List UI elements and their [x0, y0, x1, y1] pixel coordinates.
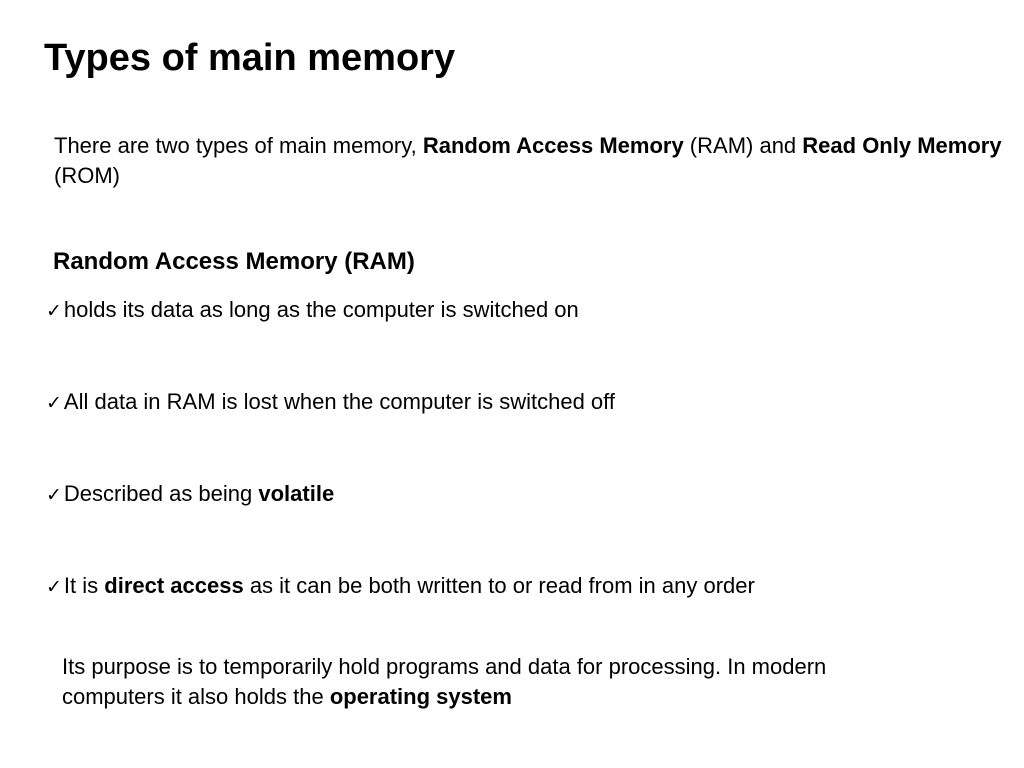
bullet-text: holds its data as long as the computer i… [63, 297, 579, 322]
checkmark-icon: ✓ [46, 300, 62, 322]
intro-text-2: (RAM) and [683, 133, 803, 158]
bullet-text: Described as being [63, 481, 259, 506]
purpose-text: Its purpose is to temporarily hold progr… [62, 654, 827, 709]
bullet-item: ✓Described as being volatile [46, 479, 334, 510]
bullet-text: All data in RAM is lost when the compute… [63, 389, 615, 414]
bullet-item: ✓It is direct access as it can be both w… [46, 571, 755, 602]
checkmark-icon: ✓ [46, 484, 62, 506]
intro-text-1: There are two types of main memory, [54, 133, 423, 158]
intro-paragraph: There are two types of main memory, Rand… [54, 131, 1004, 191]
ram-term: Random Access Memory [422, 133, 684, 158]
purpose-bold-term: operating system [329, 684, 512, 709]
checkmark-icon: ✓ [46, 576, 62, 598]
rom-term: Read Only Memory [802, 133, 1002, 158]
bullet-text: It is [63, 573, 105, 598]
bullet-bold-term: volatile [258, 481, 335, 506]
slide-title: Types of main memory [44, 37, 456, 79]
purpose-paragraph: Its purpose is to temporarily hold progr… [62, 652, 892, 712]
bullet-bold-term: direct access [104, 573, 244, 598]
bullet-text-after: as it can be both written to or read fro… [243, 573, 755, 598]
checkmark-icon: ✓ [46, 392, 62, 414]
section-heading: Random Access Memory (RAM) [53, 248, 415, 275]
intro-text-3: (ROM) [54, 163, 120, 188]
bullet-item: ✓holds its data as long as the computer … [46, 295, 579, 326]
bullet-item: ✓All data in RAM is lost when the comput… [46, 387, 615, 418]
